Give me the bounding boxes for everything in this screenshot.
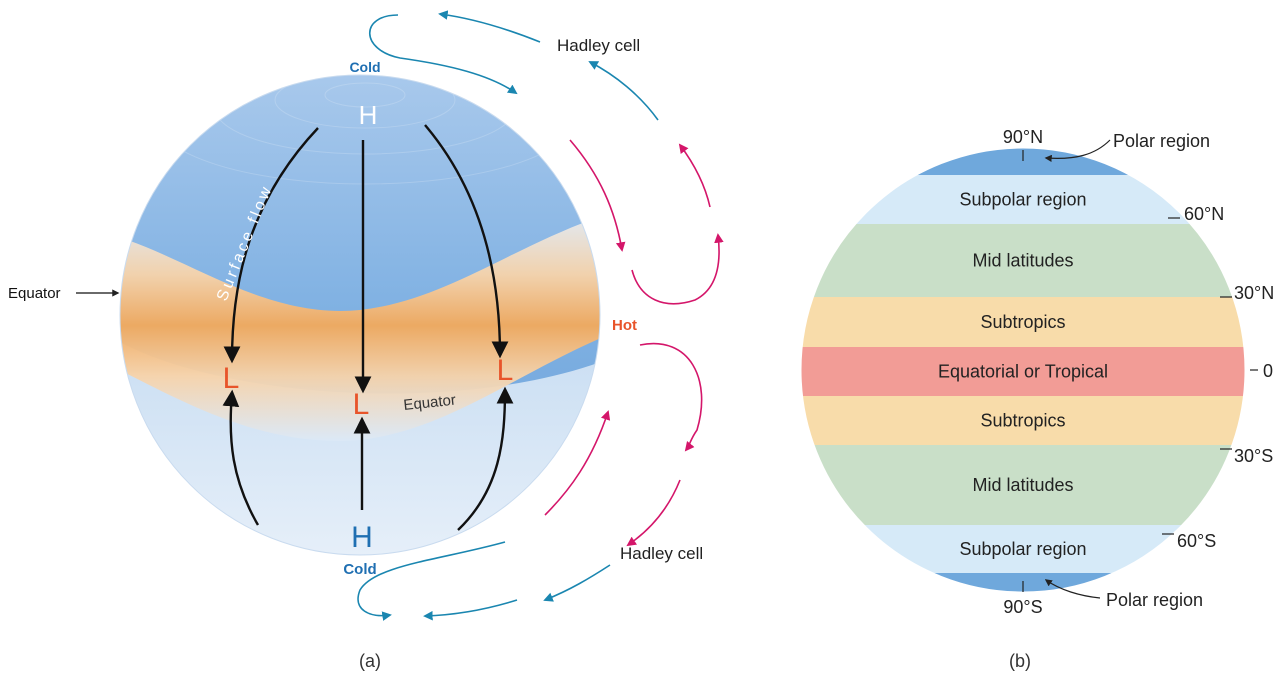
caption-a: (a) [359, 651, 381, 671]
hadley-cell-label-north: Hadley cell [557, 36, 640, 55]
latitude-30s: 30°S [1234, 446, 1273, 466]
latitude-90s: 90°S [1003, 597, 1042, 617]
latitude-0: 0 [1263, 361, 1273, 381]
flow-arrow-south-right [457, 386, 514, 531]
flow-arrow-north-left [223, 127, 319, 364]
band-midlat-north-label: Mid latitudes [972, 251, 1073, 271]
band-subpolar-south-label: Subpolar region [959, 539, 1086, 559]
band-subtropics-south [801, 396, 1245, 445]
band-subpolar-north-label: Subpolar region [959, 190, 1086, 210]
band-equatorial [801, 347, 1245, 396]
cold-label-south: Cold [343, 561, 376, 578]
polar-region-label-south: Polar region [1106, 590, 1203, 610]
band-midlat-south-label: Mid latitudes [972, 475, 1073, 495]
hadley-cell-north [369, 10, 724, 305]
high-pressure-south: H [351, 521, 373, 554]
globe [119, 74, 601, 556]
equator-label-on-globe: Equator [403, 392, 457, 414]
flow-arrow-north-right [424, 124, 509, 359]
latitude-60n: 60°N [1184, 204, 1224, 224]
surface-flow-arrows [222, 124, 514, 531]
hadley-cell-label-south: Hadley cell [620, 544, 703, 563]
band-subtropics-north [801, 297, 1245, 347]
band-midlat-north [801, 224, 1245, 297]
latitude-ticks [1022, 150, 1258, 592]
band-subtropics-south-label: Subtropics [980, 411, 1065, 431]
band-polar-north [801, 148, 1245, 175]
low-pressure-left: L [223, 362, 240, 395]
high-pressure-north: H [359, 100, 378, 130]
polar-region-label-north: Polar region [1113, 131, 1210, 151]
latitude-30n: 30°N [1234, 283, 1274, 303]
band-equatorial-label: Equatorial or Tropical [938, 362, 1108, 382]
polar-region-pointer-south [1044, 579, 1101, 599]
hadley-cell-south [357, 342, 703, 621]
equator-label-outside: Equator [8, 285, 61, 302]
band-subtropics-north-label: Subtropics [980, 312, 1065, 332]
hot-label: Hot [612, 317, 637, 334]
latitude-60s: 60°S [1177, 531, 1216, 551]
low-pressure-center: L [353, 388, 370, 421]
low-pressure-right: L [497, 354, 514, 387]
flow-arrow-south-left [222, 389, 260, 526]
caption-b: (b) [1009, 651, 1031, 671]
band-midlat-south [801, 445, 1245, 525]
polar-region-pointer-north [1044, 139, 1111, 162]
latitude-90n: 90°N [1003, 127, 1043, 147]
cold-label-north: Cold [349, 59, 380, 75]
